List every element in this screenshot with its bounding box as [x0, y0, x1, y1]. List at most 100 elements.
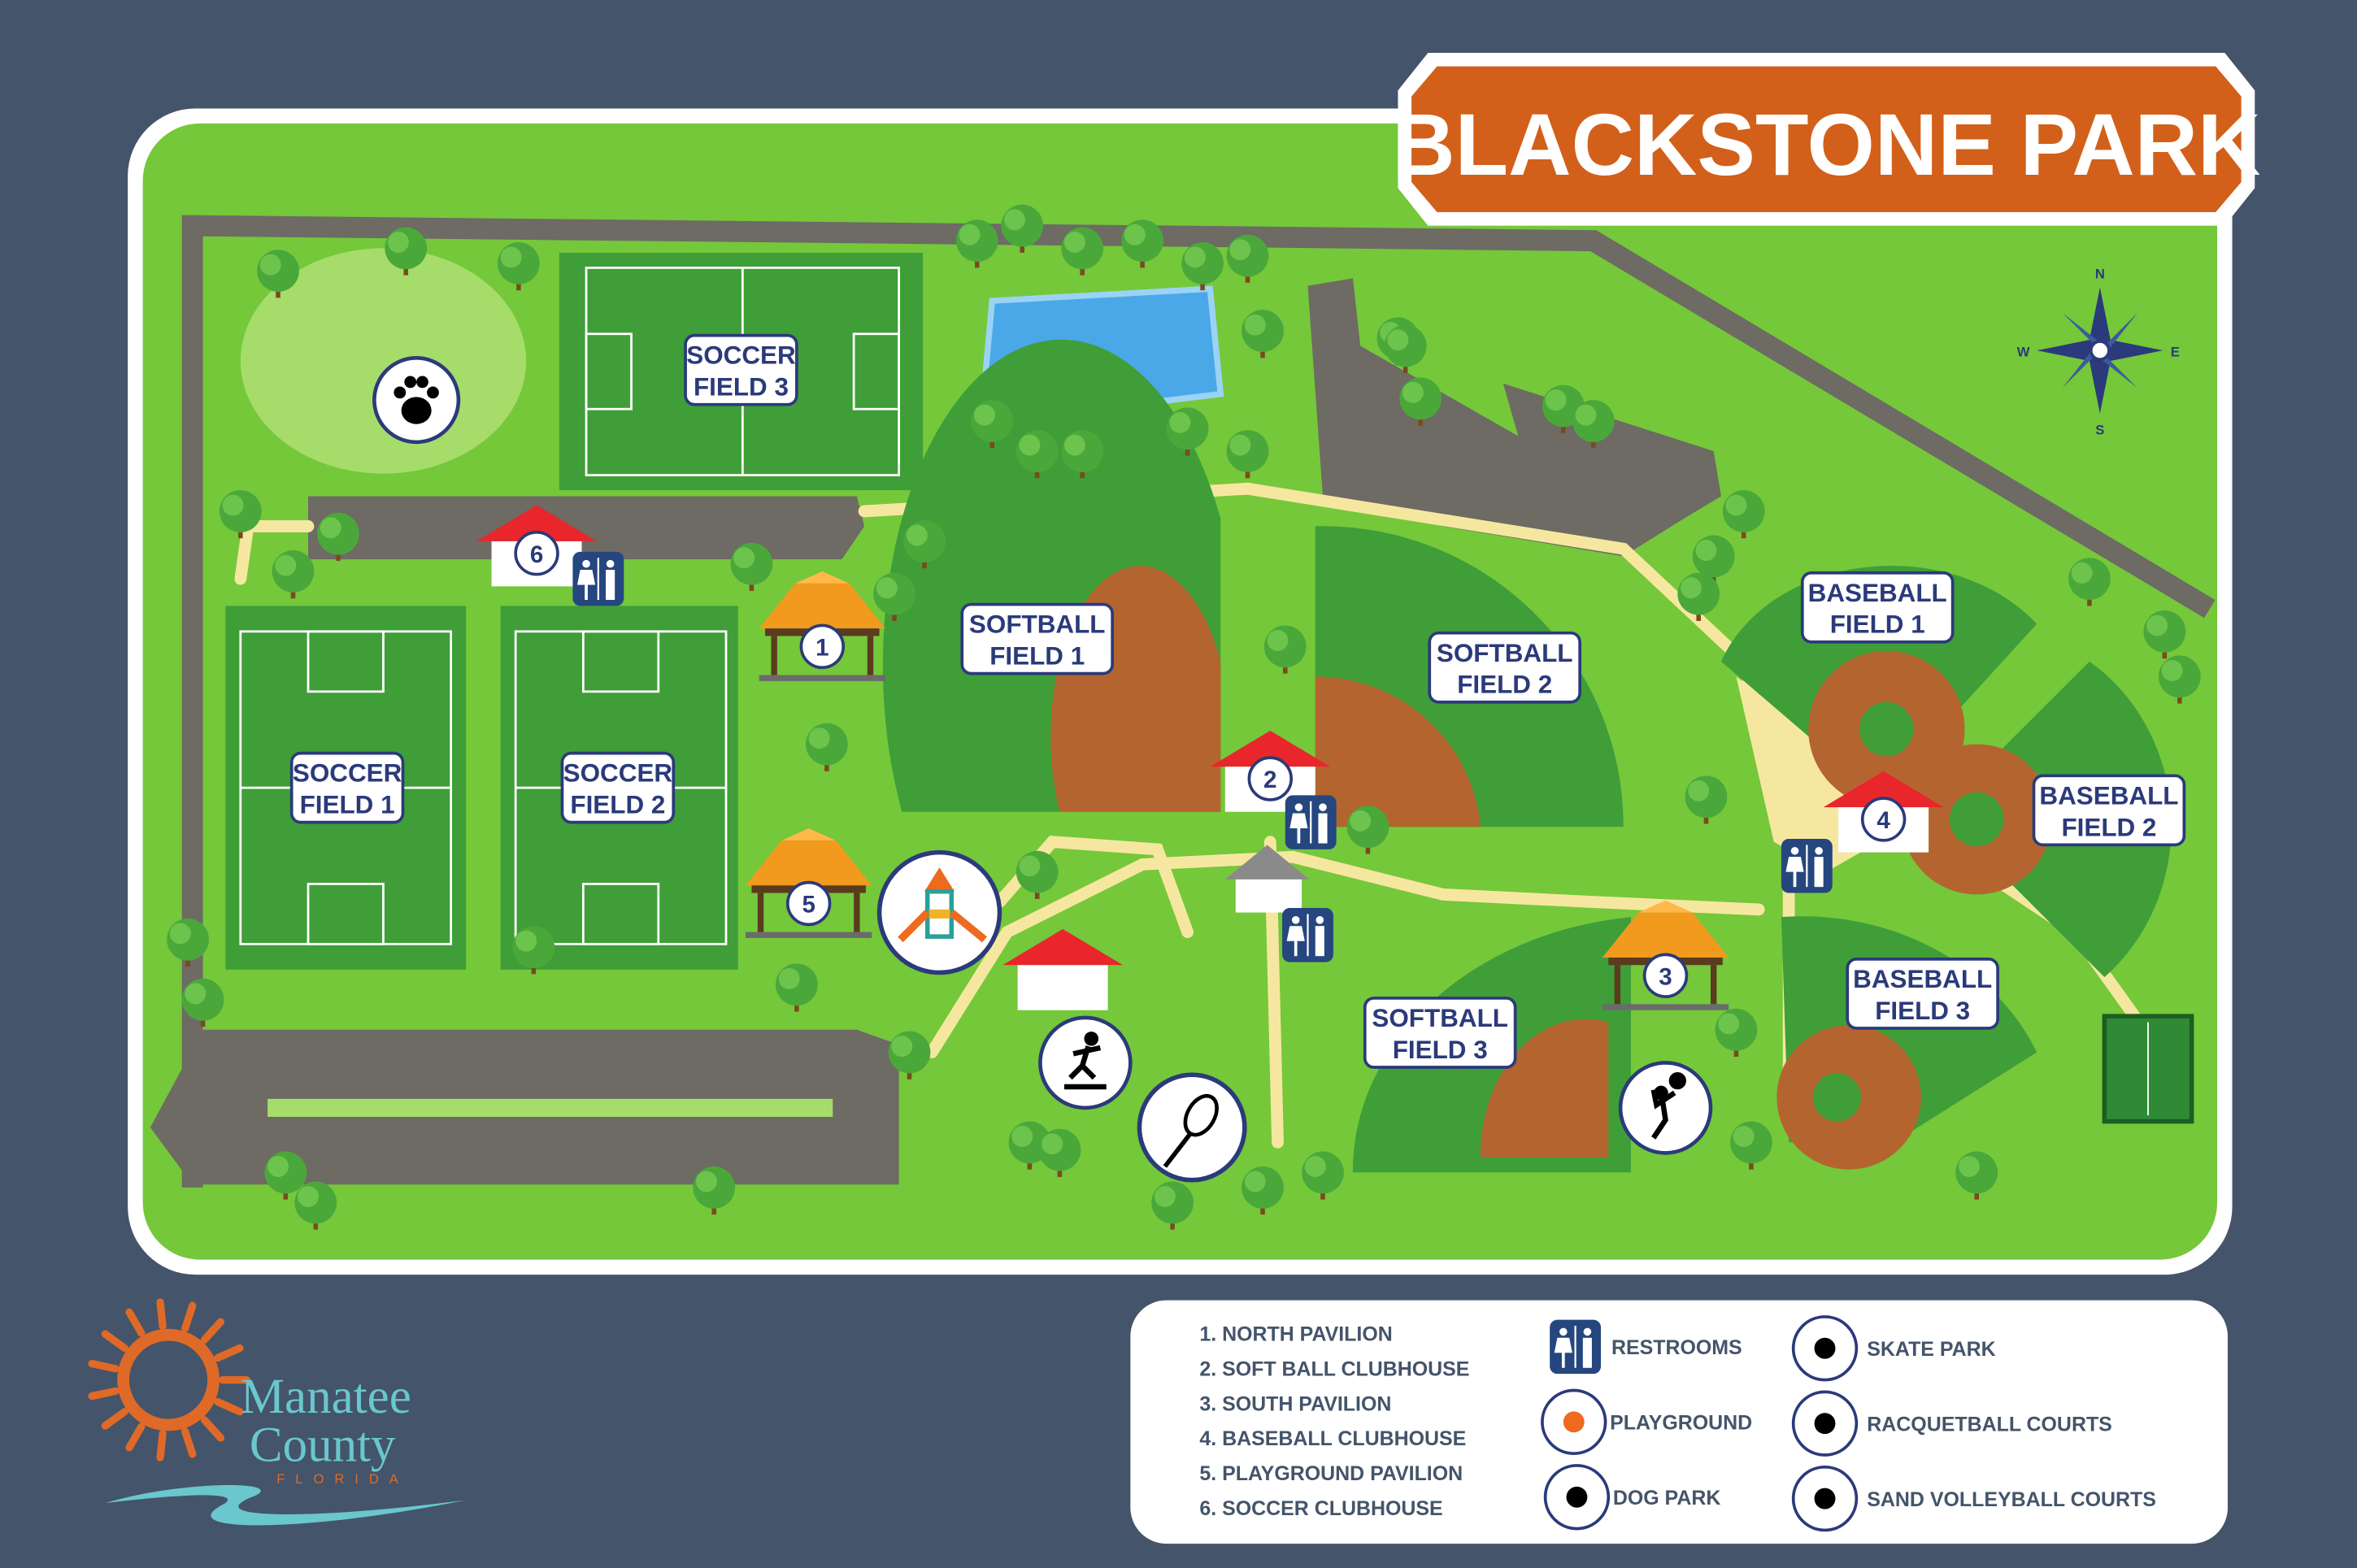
- tree-icon: [219, 490, 262, 539]
- manatee-county-logo: Manatee County FLORIDA: [88, 1298, 467, 1526]
- tree-icon: [1226, 234, 1269, 283]
- field-label-line: SOFTBALL: [1437, 639, 1573, 667]
- compass-n: N: [2095, 266, 2105, 281]
- tree-icon: [1001, 204, 1044, 253]
- legend-item: 1. NORTH PAVILION: [1199, 1323, 1392, 1345]
- compass-rose: N S E W: [2017, 266, 2180, 437]
- marker-number: 3: [1659, 963, 1672, 990]
- logo-manatee: Manatee: [241, 1370, 411, 1424]
- tree-icon: [1384, 324, 1427, 373]
- marker-5[interactable]: 5: [785, 880, 832, 927]
- field-label-line: FIELD 2: [2061, 813, 2156, 841]
- restroom-icon: [1549, 1318, 1602, 1375]
- tree-icon: [1015, 430, 1059, 479]
- legend-label: SKATE PARK: [1867, 1338, 1995, 1361]
- perimeter-road: [181, 215, 2216, 1188]
- tree-icon: [1242, 310, 1284, 358]
- restroom-icon[interactable]: [1284, 794, 1337, 851]
- tree-icon: [1302, 1151, 1344, 1200]
- tree-icon: [1346, 806, 1389, 854]
- tree-icon: [805, 723, 848, 771]
- racquet-icon: [1163, 1093, 1219, 1168]
- tree-icon: [294, 1181, 337, 1230]
- tree-icon: [1166, 407, 1209, 456]
- field-label-line: FIELD 1: [1830, 610, 1925, 639]
- tree-icon: [257, 250, 299, 298]
- tree-icon: [1151, 1181, 1194, 1230]
- tree-icon: [1121, 219, 1164, 268]
- marker-number: 6: [530, 541, 543, 568]
- tree-icon: [1955, 1151, 1998, 1200]
- skateboard-icon: [1791, 1315, 1859, 1382]
- marker-4[interactable]: 4: [1860, 797, 1907, 842]
- volleyball-icon: [1791, 1465, 1859, 1532]
- tree-icon: [903, 520, 946, 569]
- compass-e: E: [2171, 345, 2180, 360]
- restroom-icon[interactable]: [1281, 906, 1335, 963]
- legend-skateboard-item: SKATE PARK: [1791, 1315, 1996, 1382]
- field-label-line: BASEBALL: [1808, 579, 1947, 607]
- field-label-baseball1: BASEBALL FIELD 1: [1800, 571, 1955, 644]
- tree-icon: [693, 1166, 736, 1215]
- tree-icon: [1677, 572, 1720, 621]
- tree-icon: [1242, 1166, 1284, 1215]
- field-label-line: FIELD 2: [1457, 671, 1552, 699]
- tree-icon: [1181, 241, 1224, 291]
- restroom-icon[interactable]: [572, 550, 625, 607]
- marker-1[interactable]: 1: [799, 623, 846, 670]
- tree-icon: [1015, 850, 1059, 899]
- tree-icon: [1061, 227, 1104, 276]
- dog-park-icon[interactable]: [372, 356, 461, 445]
- marker-3[interactable]: 3: [1642, 953, 1689, 998]
- legend-label: SAND VOLLEYBALL COURTS: [1867, 1488, 2156, 1511]
- racquetball-icon[interactable]: [1137, 1072, 1247, 1183]
- marker-6[interactable]: 6: [514, 530, 559, 576]
- legend-playground-item: PLAYGROUND: [1541, 1388, 1752, 1456]
- volleyball-icon[interactable]: [1618, 1061, 1713, 1155]
- tree-icon: [167, 918, 209, 967]
- field-label-line: SOFTBALL: [969, 610, 1106, 639]
- field-label-line: BASEBALL: [2039, 781, 2178, 810]
- field-label-line: SOCCER: [563, 759, 673, 788]
- legend-label: RACQUETBALL COURTS: [1867, 1413, 2112, 1436]
- legend-label: PLAYGROUND: [1610, 1412, 1752, 1435]
- field-label-softball2: SOFTBALL FIELD 2: [1428, 631, 1581, 704]
- paw-icon: [394, 376, 439, 424]
- paw-icon: [1543, 1464, 1611, 1531]
- compass-s: S: [2095, 423, 2104, 438]
- field-label-line: FIELD 3: [1875, 997, 1970, 1025]
- baseball-field-1[interactable]: [1720, 565, 2037, 808]
- tree-icon: [776, 963, 818, 1012]
- tree-icon: [2143, 610, 2186, 659]
- field-label-line: SOFTBALL: [1372, 1004, 1508, 1032]
- tree-icon: [181, 978, 224, 1027]
- tree-icon: [1061, 430, 1104, 479]
- tree-icon: [1263, 625, 1307, 674]
- parking-lot-east: [1307, 278, 1721, 557]
- playground-icon: [1541, 1388, 1607, 1456]
- racquetball-court[interactable]: [2102, 1014, 2194, 1124]
- restroom-icon[interactable]: [1780, 837, 1833, 894]
- tree-icon: [317, 512, 359, 561]
- tree-icon: [1226, 430, 1269, 479]
- tree-icon: [971, 400, 1014, 449]
- legend-item: 2. SOFT BALL CLUBHOUSE: [1199, 1357, 1469, 1380]
- playground-icon[interactable]: [876, 849, 1002, 975]
- sun-icon: [88, 1298, 250, 1462]
- logo-florida: FLORIDA: [276, 1471, 409, 1487]
- marker-number: 5: [802, 892, 815, 919]
- marker-2[interactable]: 2: [1247, 756, 1294, 801]
- legend-label: DOG PARK: [1613, 1487, 1721, 1509]
- tree-icon: [1572, 400, 1615, 449]
- wave-icon: [105, 1485, 467, 1526]
- skate-park-icon[interactable]: [1038, 1015, 1133, 1110]
- tree-icon: [1399, 377, 1442, 426]
- racquet-icon: [1791, 1390, 1859, 1457]
